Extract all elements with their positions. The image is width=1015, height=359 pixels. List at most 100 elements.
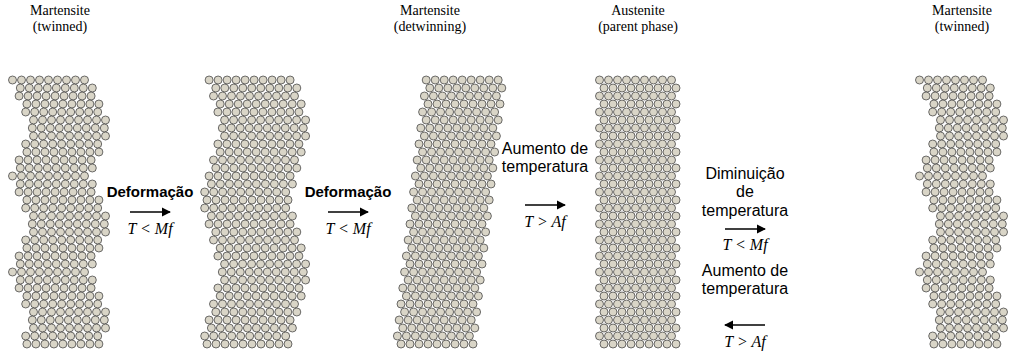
atom (241, 172, 249, 180)
atom (645, 196, 653, 204)
atom (288, 100, 296, 108)
atom (293, 132, 301, 140)
atom (467, 156, 475, 164)
atom (223, 252, 231, 260)
atom (230, 164, 238, 172)
atom (984, 244, 992, 252)
atom (52, 84, 60, 92)
atom (281, 124, 289, 132)
atom (402, 252, 410, 260)
atom (428, 148, 436, 156)
atom (282, 332, 290, 340)
atom (270, 180, 278, 188)
atom (81, 76, 89, 84)
atom (957, 340, 965, 348)
atom (668, 236, 676, 244)
atom (284, 260, 292, 268)
atom (618, 292, 626, 300)
atom (22, 140, 30, 148)
atom (39, 132, 47, 140)
atom (279, 180, 287, 188)
atom (243, 212, 251, 220)
atom (462, 164, 470, 172)
atom (654, 212, 662, 220)
atom (290, 124, 298, 132)
atom (968, 164, 976, 172)
atom (64, 220, 72, 228)
atom (404, 316, 412, 324)
atom (239, 228, 247, 236)
atom (959, 180, 967, 188)
atom (411, 332, 419, 340)
atom (480, 244, 488, 252)
atom (69, 252, 77, 260)
atom (201, 188, 209, 196)
atom (985, 92, 993, 100)
atom (239, 84, 247, 92)
atom (636, 148, 644, 156)
atom (929, 204, 937, 212)
atom (641, 140, 649, 148)
atom (471, 284, 479, 292)
atom (950, 84, 958, 92)
atom (85, 140, 93, 148)
atom (989, 316, 997, 324)
atom (201, 204, 209, 212)
atom (482, 108, 490, 116)
atom (614, 300, 622, 308)
atom (257, 164, 265, 172)
atom (299, 268, 307, 276)
atom (393, 332, 401, 340)
atom (922, 188, 930, 196)
atom (641, 316, 649, 324)
atom (85, 108, 93, 116)
atom (15, 284, 23, 292)
atom (248, 228, 256, 236)
atom (623, 316, 631, 324)
atom (458, 316, 466, 324)
atom (252, 212, 260, 220)
atom (263, 124, 271, 132)
atom (935, 316, 943, 324)
atom (66, 324, 74, 332)
atom (404, 276, 412, 284)
atom (284, 276, 292, 284)
atom (478, 220, 486, 228)
atom (293, 116, 301, 124)
atom (632, 92, 640, 100)
atom (81, 172, 89, 180)
atom (223, 172, 231, 180)
atom (456, 92, 464, 100)
atom (605, 188, 613, 196)
atom (50, 100, 58, 108)
atom (967, 284, 975, 292)
atom (449, 76, 457, 84)
atom (433, 340, 441, 348)
atom (429, 292, 437, 300)
atom (28, 316, 36, 324)
atom (627, 308, 635, 316)
atom (627, 244, 635, 252)
atom (618, 116, 626, 124)
atom (929, 108, 937, 116)
atom (433, 180, 441, 188)
atom (273, 188, 281, 196)
atom (419, 268, 427, 276)
atom (426, 324, 434, 332)
atom (207, 180, 215, 188)
atom (86, 196, 94, 204)
atom (923, 84, 931, 92)
atom (941, 276, 949, 284)
atom (424, 180, 432, 188)
atom (237, 204, 245, 212)
atom (266, 276, 274, 284)
atom (50, 244, 58, 252)
atom (100, 220, 108, 228)
atom (232, 316, 240, 324)
atom (983, 300, 991, 308)
atom (442, 260, 450, 268)
atom (219, 204, 227, 212)
atom (991, 308, 999, 316)
atom (246, 236, 254, 244)
atom (219, 92, 227, 100)
